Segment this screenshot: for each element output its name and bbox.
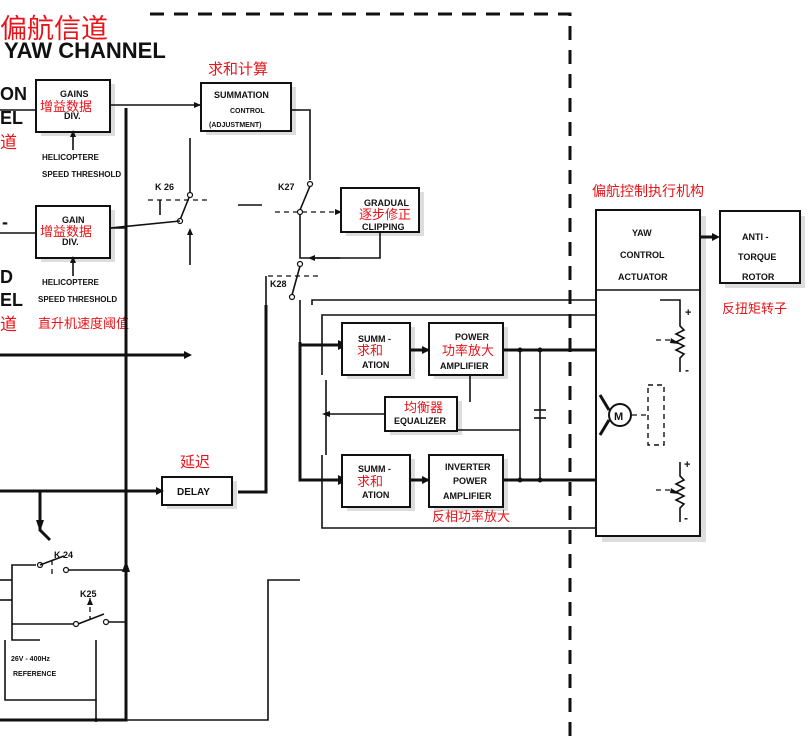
summation-top-line1: SUMM - [358, 334, 391, 344]
anti-torque-zh: 反扭矩转子 [722, 302, 787, 317]
helicopter-threshold-2b: SPEED THRESHOLD [38, 295, 117, 304]
inverter-zh: 反相功率放大 [432, 509, 510, 525]
summation-control-line3: (ADJUSTMENT) [209, 122, 262, 129]
channel-boundary [150, 12, 572, 740]
k28-label: K28 [270, 279, 287, 289]
yaw-actuator-line2: CONTROL [620, 250, 665, 260]
left-cut-label-4: - [2, 212, 8, 232]
helicopter-threshold-zh: 直升机速度阈值 [38, 316, 129, 332]
summation-bottom-zh: 求和 [357, 475, 383, 490]
power-amplifier-zh: 功率放大 [442, 343, 494, 359]
gradual-clipping-line2: CLIPPING [362, 222, 405, 232]
summation-top-line2: ATION [362, 360, 389, 370]
summation-control-zh: 求和计算 [208, 60, 268, 78]
gradual-clipping-zh: 逐步修正 [359, 208, 411, 223]
yaw-actuator-block: YAW CONTROL ACTUATOR [595, 209, 706, 542]
potentiometer-top [656, 312, 686, 372]
summation-top-block: SUMM - ATION 求和 [341, 322, 415, 379]
equalizer-line1: EQUALIZER [394, 416, 447, 426]
k27-label: K27 [278, 182, 295, 192]
potentiometer-bottom [656, 462, 686, 522]
summation-control-line1: SUMMATION [214, 90, 269, 100]
inverter-power-amplifier-block: INVERTER POWER AMPLIFIER [428, 454, 508, 511]
equalizer-zh: 均衡器 [404, 401, 443, 416]
delay-zh: 延迟 [180, 453, 210, 471]
left-cut-label-1: ON [0, 84, 27, 104]
inverter-line2: POWER [453, 476, 488, 486]
gain-div-block: GAIN DIV. 增益数据 [35, 205, 115, 262]
yaw-actuator-line1: YAW [632, 228, 652, 238]
anti-torque-line1: ANTI - [742, 232, 769, 242]
k26-label: K 26 [155, 182, 174, 192]
title-zh: 偏航信道 [0, 14, 108, 45]
reference-voltage: 26V - 400Hz [11, 656, 50, 663]
gain-div-line1: GAIN [62, 215, 85, 225]
pot-bottom-minus: - [684, 511, 688, 525]
pot-top-plus: + [685, 307, 691, 319]
equalizer-block: EQUALIZER 均衡器 [384, 396, 462, 435]
inverter-line1: INVERTER [445, 462, 491, 472]
gradual-clipping-line1: GRADUAL [364, 198, 409, 208]
k25-label: K25 [80, 589, 97, 599]
power-amplifier-block: POWER AMPLIFIER 功率放大 [428, 322, 508, 379]
gains-div-line1: GAINS [60, 89, 89, 99]
left-cut-label-6: EL [0, 290, 23, 310]
gradual-clipping-block: GRADUAL CLIPPING 逐步修正 [340, 187, 424, 236]
summation-control-block: SUMMATION CONTROL (ADJUSTMENT) [200, 82, 296, 135]
yaw-actuator-line3: ACTUATOR [618, 272, 668, 282]
power-amplifier-line2: AMPLIFIER [440, 361, 489, 371]
reference-label: REFERENCE [13, 671, 57, 678]
helicopter-threshold-1a: HELICOPTERE [42, 153, 100, 162]
summation-bottom-block: SUMM - ATION 求和 [341, 454, 415, 511]
anti-torque-rotor-block: ANTI - TORQUE ROTOR [719, 210, 805, 288]
left-cut-label-5: D [0, 267, 13, 287]
delay-block: DELAY [161, 476, 237, 509]
pot-top-minus: - [685, 363, 689, 377]
summation-bottom-line1: SUMM - [358, 464, 391, 474]
left-cut-label-7: 道 [0, 315, 17, 335]
gains-div-block: GAINS DIV. 增益数据 [35, 79, 115, 136]
summation-bottom-line2: ATION [362, 490, 389, 500]
summation-control-line2: CONTROL [230, 108, 265, 115]
summation-top-zh: 求和 [357, 344, 383, 359]
pot-bottom-plus: + [684, 459, 690, 471]
helicopter-threshold-2a: HELICOPTERE [42, 278, 100, 287]
motor-symbol [608, 403, 632, 427]
gains-div-zh: 增益数据 [40, 100, 92, 115]
gain-div-line2: DIV. [62, 237, 79, 247]
feedback-coupler [647, 384, 665, 446]
gains-div-line2: DIV. [64, 111, 81, 121]
k24-label: K 24 [54, 550, 73, 560]
anti-torque-line3: ROTOR [742, 272, 775, 282]
gain-div-zh: 增益数据 [40, 225, 92, 240]
yaw-actuator-zh: 偏航控制执行机构 [592, 184, 704, 200]
helicopter-threshold-1b: SPEED THRESHOLD [42, 170, 121, 179]
left-cut-label-2: EL [0, 108, 23, 128]
delay-line1: DELAY [177, 487, 210, 498]
motor-label: M [614, 411, 623, 423]
inverter-line3: AMPLIFIER [443, 491, 492, 501]
power-amplifier-line1: POWER [455, 332, 490, 342]
left-cut-label-3: 道 [0, 133, 17, 153]
anti-torque-line2: TORQUE [738, 252, 776, 262]
title-en: YAW CHANNEL [4, 38, 166, 63]
